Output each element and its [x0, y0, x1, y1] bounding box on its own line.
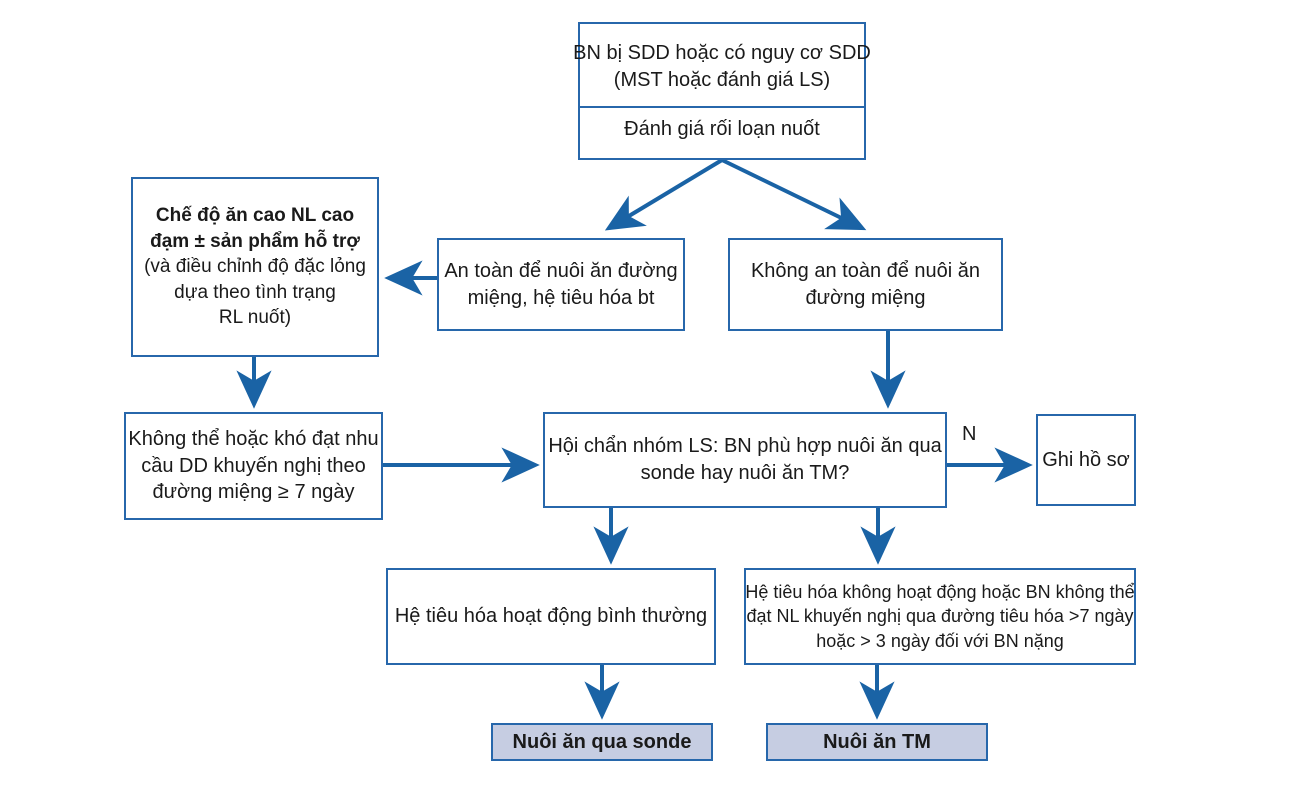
node-text-line: đạt NL khuyến nghị qua đường tiêu hóa >7…: [746, 606, 1134, 627]
node-text-line: An toàn để nuôi ăn đường: [444, 259, 678, 282]
node-clinical-team-decision: Hội chẩn nhóm LS: BN phù hợp nuôi ăn qua…: [543, 412, 947, 508]
node-text-line: Chế độ ăn cao NL cao: [155, 205, 355, 227]
node-text-line: RL nuốt): [218, 307, 292, 329]
node-safe-oral-feeding: An toàn để nuôi ăn đường miệng, hệ tiêu …: [437, 238, 685, 331]
node-text-line: miệng, hệ tiêu hóa bt: [467, 286, 655, 309]
node-text-line: cầu DD khuyến nghị theo: [141, 454, 366, 477]
node-gi-functioning-normally: Hệ tiêu hóa hoạt động bình thường: [386, 568, 716, 665]
node-patient-malnutrition-upper: BN bị SDD hoặc có nguy cơ SDD (MST hoặc …: [573, 30, 871, 108]
node-text-line: Hệ tiêu hóa hoạt động bình thường: [394, 605, 708, 628]
node-text-line: đường miệng ≥ 7 ngày: [152, 481, 355, 504]
node-text-line: Hệ tiêu hóa không hoạt động hoặc BN khôn…: [745, 582, 1135, 603]
node-text-line: Đánh giá rối loạn nuốt: [624, 117, 820, 140]
node-high-energy-diet: Chế độ ăn cao NL cao đạm ± sản phẩm hỗ t…: [131, 177, 379, 357]
node-text-line: BN bị SDD hoặc có nguy cơ SDD: [573, 42, 871, 65]
node-text-line: sonde hay nuôi ăn TM?: [640, 462, 850, 484]
edge-label-no: N: [962, 423, 977, 445]
node-patient-malnutrition: BN bị SDD hoặc có nguy cơ SDD (MST hoặc …: [573, 22, 871, 160]
node-text-line: đạm ± sản phẩm hỗ trợ: [150, 230, 360, 252]
node-text-line: (MST hoặc đánh giá LS): [613, 69, 831, 92]
node-gi-not-functioning: Hệ tiêu hóa không hoạt động hoặc BN khôn…: [744, 568, 1136, 665]
node-cannot-meet-requirements: Không thể hoặc khó đạt nhu cầu DD khuyến…: [124, 412, 383, 520]
node-text-line: Không an toàn để nuôi ăn: [750, 259, 981, 282]
node-text-line: Nuôi ăn TM: [823, 730, 931, 753]
node-record-file: Ghi hồ sơ: [1036, 414, 1136, 506]
node-text-line: đường miệng: [805, 286, 926, 309]
edge-top-to-safe: [604, 158, 724, 231]
node-text-line: Hội chẩn nhóm LS: BN phù hợp nuôi ăn qua: [548, 435, 942, 458]
node-text-line: (và điều chỉnh độ đặc lỏng: [144, 256, 366, 278]
node-text-line: dựa theo tình trạng: [174, 281, 336, 303]
edge-top-to-unsafe: [721, 158, 867, 231]
node-text-line: hoặc > 3 ngày đối với BN nặng: [816, 630, 1064, 651]
node-unsafe-oral-feeding: Không an toàn để nuôi ăn đường miệng: [728, 238, 1003, 331]
node-parenteral-nutrition: Nuôi ăn TM: [766, 723, 988, 761]
node-swallow-assessment: Đánh giá rối loạn nuốt: [580, 108, 864, 152]
node-tube-feeding: Nuôi ăn qua sonde: [491, 723, 713, 761]
node-text-line: Không thể hoặc khó đạt nhu: [128, 427, 379, 450]
node-text-line: Ghi hồ sơ: [1042, 448, 1130, 471]
node-text-line: Nuôi ăn qua sonde: [512, 730, 692, 753]
